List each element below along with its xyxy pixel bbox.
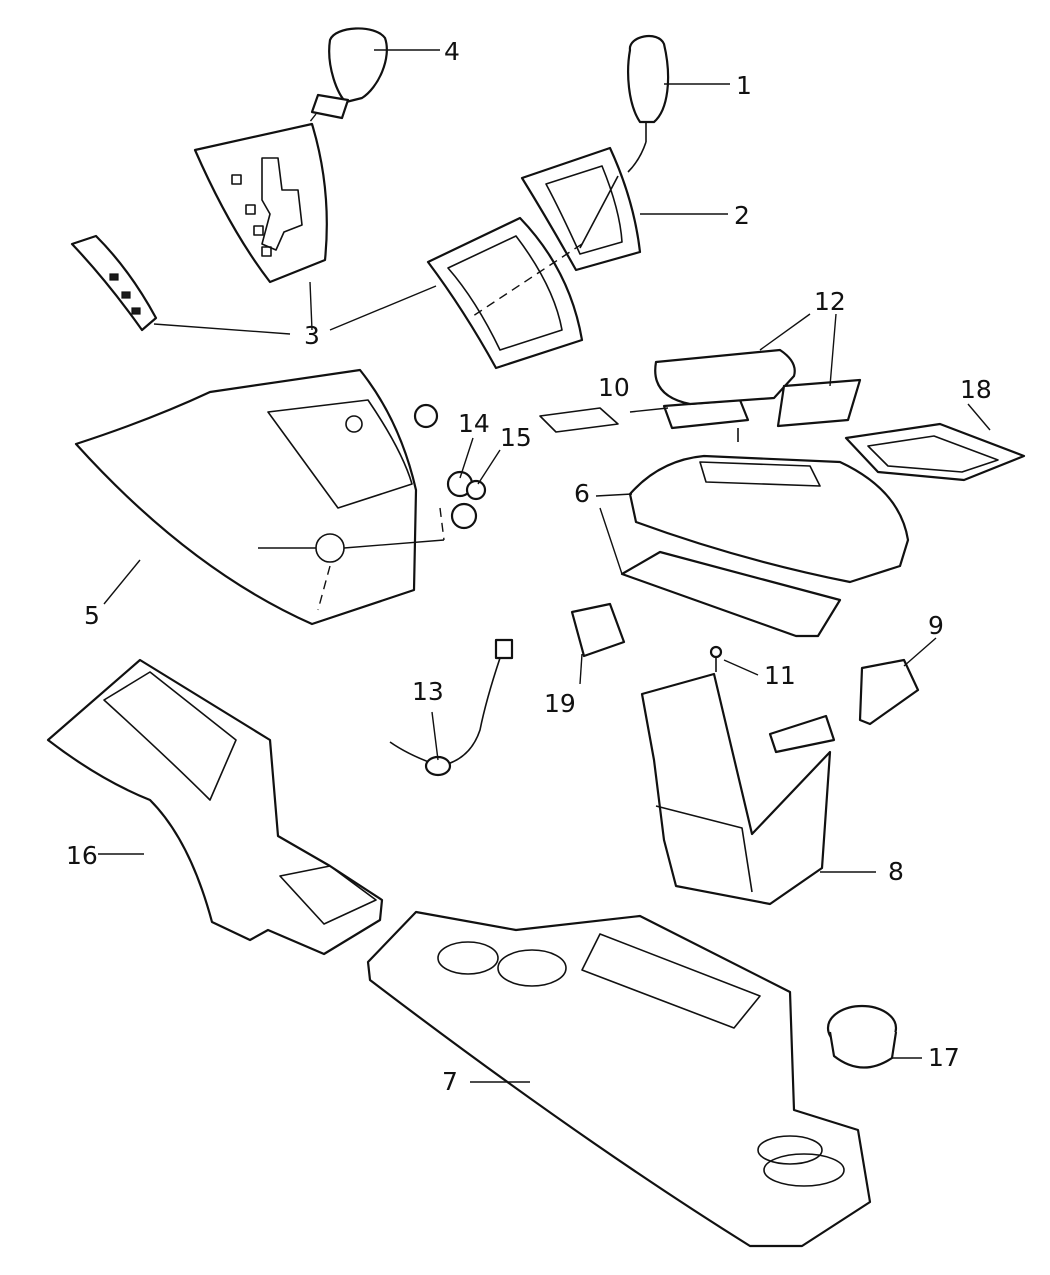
leader-lines: [98, 49, 991, 1083]
callout-5: 5: [84, 601, 100, 630]
part-12-armrest-pad: [654, 348, 862, 428]
part-17-cup-holder: [826, 1004, 898, 1069]
part-18-storage-tray: [844, 422, 1026, 482]
callout-4: 4: [444, 37, 460, 66]
part-6-armrest: [620, 454, 910, 638]
callout-8: 8: [888, 857, 904, 886]
part-7-floor-console: [366, 910, 872, 1248]
callout-7: 7: [442, 1067, 458, 1096]
part-1-shift-knob: [627, 34, 670, 173]
callout-12: 12: [814, 287, 846, 316]
callout-3: 3: [304, 321, 320, 350]
part-8-console-bin: [640, 672, 836, 906]
callout-19: 19: [544, 689, 576, 718]
part-16-console-bracket: [46, 658, 384, 956]
part-19-switch: [570, 602, 626, 658]
callout-9: 9: [928, 611, 944, 640]
callout-16: 16: [66, 841, 98, 870]
callout-1: 1: [736, 71, 752, 100]
callout-2: 2: [734, 201, 750, 230]
callout-13: 13: [412, 677, 444, 706]
part-13-wiring-harness: [389, 638, 514, 777]
callout-labels: 4 1 2 3 12 10 18 14 15 6 5 9 11 19 13 16…: [66, 37, 992, 1096]
part-3-shift-bezel-automatic: [193, 122, 328, 331]
part-9-hinge: [858, 658, 920, 726]
callout-14: 14: [458, 409, 490, 438]
part-14-15-power-outlets: [413, 403, 487, 541]
callout-17: 17: [928, 1043, 960, 1072]
callout-18: 18: [960, 375, 992, 404]
part-11-screw: [709, 645, 723, 672]
part-3-bezel-strip: [70, 234, 291, 335]
part-10-latch: [539, 398, 750, 442]
part-5-console-bezel: [74, 368, 445, 626]
callout-11: 11: [764, 661, 796, 690]
part-3-shift-bezel-manual: [329, 216, 584, 370]
part-2-shift-boot: [520, 146, 642, 272]
callout-15: 15: [500, 423, 532, 452]
callout-10: 10: [598, 373, 630, 402]
callout-6: 6: [574, 479, 590, 508]
